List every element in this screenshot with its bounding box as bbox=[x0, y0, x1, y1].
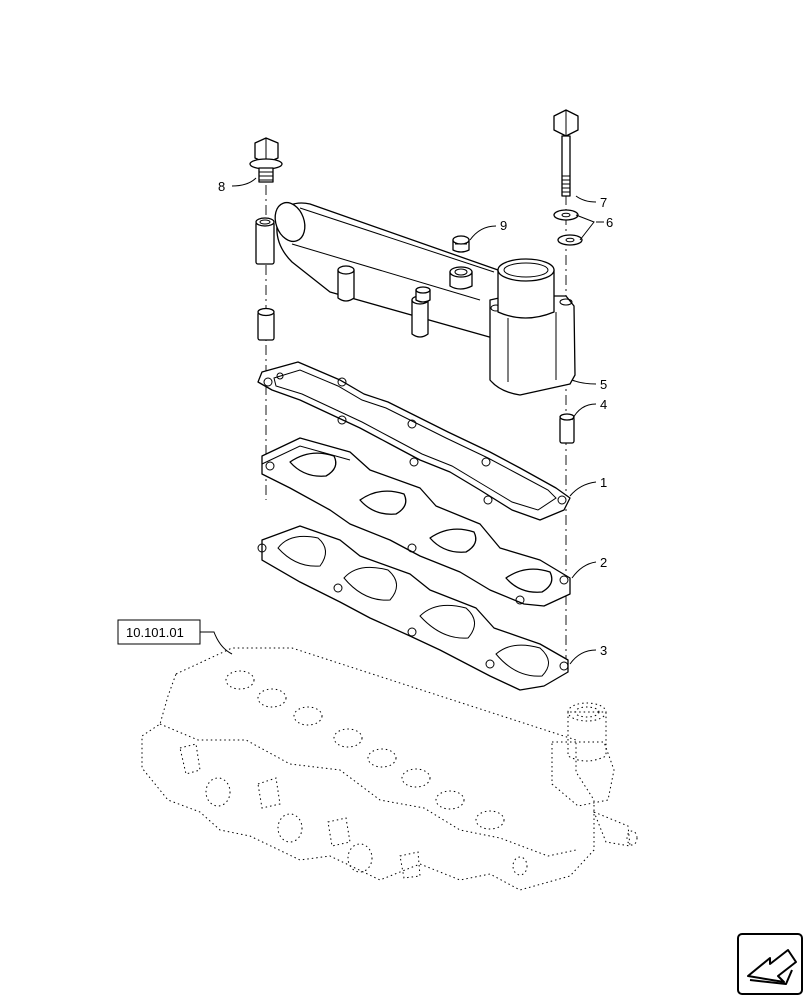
manifold-part-5[interactable] bbox=[270, 198, 576, 396]
callout-6[interactable]: 6 bbox=[606, 215, 613, 230]
bolt-part-7[interactable] bbox=[553, 109, 579, 197]
callout-8[interactable]: 8 bbox=[218, 179, 225, 194]
washers-part-6[interactable] bbox=[553, 209, 583, 246]
next-page-arrow-icon[interactable] bbox=[737, 933, 803, 995]
gasket-part-1[interactable] bbox=[257, 361, 571, 521]
reference-box[interactable]: 10.101.01 bbox=[117, 619, 201, 645]
reference-box-label: 10.101.01 bbox=[126, 625, 184, 640]
spacer-plate-part-2[interactable] bbox=[261, 437, 571, 607]
callout-9[interactable]: 9 bbox=[500, 218, 507, 233]
bolt-part-8[interactable] bbox=[249, 137, 283, 183]
callout-7[interactable]: 7 bbox=[600, 195, 607, 210]
gasket-part-3[interactable] bbox=[257, 525, 569, 691]
cylinder-head-reference bbox=[141, 647, 638, 891]
callout-2[interactable]: 2 bbox=[600, 555, 607, 570]
sleeve-part-4[interactable] bbox=[559, 413, 575, 444]
sleeve-upper[interactable] bbox=[255, 217, 275, 265]
callout-3[interactable]: 3 bbox=[600, 643, 607, 658]
callout-4[interactable]: 4 bbox=[600, 397, 607, 412]
plug-part-9[interactable] bbox=[452, 235, 470, 253]
callout-5[interactable]: 5 bbox=[600, 377, 607, 392]
callout-1[interactable]: 1 bbox=[600, 475, 607, 490]
leader-lines bbox=[200, 177, 604, 665]
sleeve-lower[interactable] bbox=[257, 307, 275, 341]
